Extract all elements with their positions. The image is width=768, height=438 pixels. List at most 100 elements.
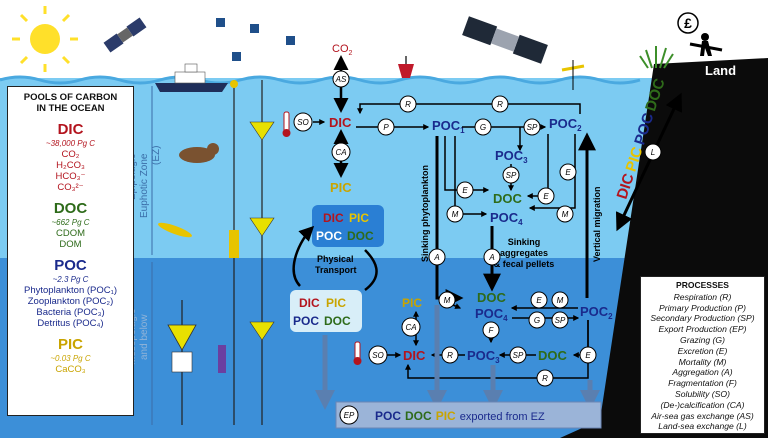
svg-text:M: M <box>562 210 569 219</box>
poc2-lower: POC2 <box>580 304 613 321</box>
process-item: Secondary Production (SP) <box>650 313 755 324</box>
satellite-icon <box>103 17 147 53</box>
glider-icon <box>158 222 192 238</box>
svg-text:DOC: DOC <box>324 314 351 328</box>
circle-r-2: R <box>491 95 509 113</box>
glider-surface-icon <box>561 60 585 90</box>
circle-g-upper: G <box>474 118 492 136</box>
pic-upper: PIC <box>330 180 352 195</box>
processes-title: PROCESSES <box>676 280 729 290</box>
dic-lower: DIC <box>403 348 426 363</box>
pool-poc-item: Detritus (POC₄) <box>37 318 104 329</box>
satellite-large-icon <box>462 16 548 64</box>
poc4-lower: POC4 <box>475 306 508 323</box>
circle-so-upper: SO <box>293 112 313 132</box>
euphotic-label: Euphotic Zone <box>139 153 150 218</box>
circle-m-3: M <box>438 291 456 309</box>
doc-upper: DOC <box>493 191 523 206</box>
svg-text:SP: SP <box>527 123 538 132</box>
svg-text:P: P <box>383 123 389 132</box>
pool-poc-item: Zooplankton (POC₂) <box>27 296 114 307</box>
grass-icon <box>639 46 674 69</box>
surfer-icon <box>689 33 723 56</box>
process-item: Excretion (E) <box>677 345 728 356</box>
dic-upper: DIC <box>329 115 352 130</box>
circle-sp-lower-2: SP <box>509 346 527 364</box>
svg-text:R: R <box>447 351 453 360</box>
mooring-line-2 <box>249 80 275 425</box>
svg-text:DOC: DOC <box>347 229 374 243</box>
svg-text:£: £ <box>684 15 692 31</box>
process-item: Mortality (M) <box>678 356 727 367</box>
seal-icon <box>179 143 219 163</box>
circle-a-1: A <box>428 248 446 266</box>
svg-text:R: R <box>542 374 548 383</box>
circle-a-2: A <box>483 248 501 266</box>
pool-doc-item: CDOM <box>55 228 86 239</box>
process-item: Land-sea exchange (L) <box>658 421 747 432</box>
circle-f: F <box>482 321 500 339</box>
svg-text:POC: POC <box>316 229 342 243</box>
svg-text:SP: SP <box>506 171 517 180</box>
circle-so-lower: SO <box>368 345 388 365</box>
circle-p: P <box>377 118 395 136</box>
physical-transport-lower-box: DIC PIC POC DOC <box>290 290 362 332</box>
sun-icon <box>12 6 78 72</box>
svg-text:M: M <box>452 210 459 219</box>
pic-lower: PIC <box>402 296 422 310</box>
circle-r-1: R <box>399 95 417 113</box>
pool-dic-name: DIC <box>57 121 84 138</box>
physical-transport-arrow <box>292 228 378 291</box>
physical-transport-upper-box: DIC PIC POC DOC <box>312 205 384 247</box>
land-label: Land <box>705 63 736 78</box>
pool-doc-name: DOC <box>53 200 88 217</box>
svg-text:A: A <box>488 253 494 262</box>
legend-title-line-1: POOLS OF CARBON <box>23 92 118 103</box>
pool-poc-amount: ~2.3 Pg C <box>52 275 89 284</box>
circle-sp-upper: SP <box>523 118 541 136</box>
svg-text:G: G <box>534 316 540 325</box>
doc-lower-2: DOC <box>538 348 568 363</box>
pool-dic-item: CO₃²⁻ <box>57 182 84 193</box>
svg-text:SO: SO <box>372 351 384 360</box>
process-item: Export Production (EP) <box>658 324 747 335</box>
sinking-phyto-label: Sinking phytoplankton <box>420 165 430 262</box>
process-item: Respiration (R) <box>673 291 732 302</box>
instrument-icon <box>218 345 226 373</box>
poc1-upper: POC1 <box>432 118 465 135</box>
pool-poc-item: Phytoplankton (POC₁) <box>24 285 117 296</box>
svg-text:R: R <box>405 100 411 109</box>
svg-text:E: E <box>585 351 591 360</box>
vertical-migration-label: Vertical migration <box>592 186 602 262</box>
pool-pic-name: PIC <box>57 336 83 353</box>
processes-legend: PROCESSES Respiration (R) Primary Produc… <box>640 276 765 434</box>
pool-dic-item: HCO₃⁻ <box>55 171 86 182</box>
svg-text:R: R <box>497 100 503 109</box>
circle-e-2: E <box>537 187 555 205</box>
sea-surface <box>0 75 641 85</box>
pool-doc-item: DOM <box>59 239 82 250</box>
pools-of-carbon-legend: POOLS OF CARBON IN THE OCEAN DIC ~38,000… <box>7 86 134 416</box>
svg-text:CA: CA <box>335 148 346 157</box>
svg-text:E: E <box>462 186 468 195</box>
process-item: Solubility (SO) <box>675 388 730 399</box>
circle-r-4: R <box>536 369 554 387</box>
buoy-icon <box>398 56 414 78</box>
svg-text:M: M <box>557 296 564 305</box>
svg-text:M: M <box>444 296 451 305</box>
poc2-upper: POC2 <box>549 116 582 133</box>
pool-poc-item: Bacteria (POC₃) <box>36 307 105 318</box>
process-item: Aggregation (A) <box>672 367 733 378</box>
sinking-agg-label-3: & fecal pellets <box>494 259 555 269</box>
circle-sp-lower-1: SP <box>551 311 569 329</box>
svg-text:PIC: PIC <box>326 296 346 310</box>
svg-text:E: E <box>536 296 542 305</box>
process-item: Air-sea gas exchange (AS) <box>651 410 754 421</box>
process-circles: AS SO CA P R R G SP SP E E E M M A A M E… <box>293 70 662 425</box>
sinking-agg-label-2: aggregates <box>500 248 548 258</box>
svg-text:POC: POC <box>293 314 319 328</box>
mooring-line-1 <box>229 80 239 425</box>
circle-e-5: E <box>579 346 597 364</box>
